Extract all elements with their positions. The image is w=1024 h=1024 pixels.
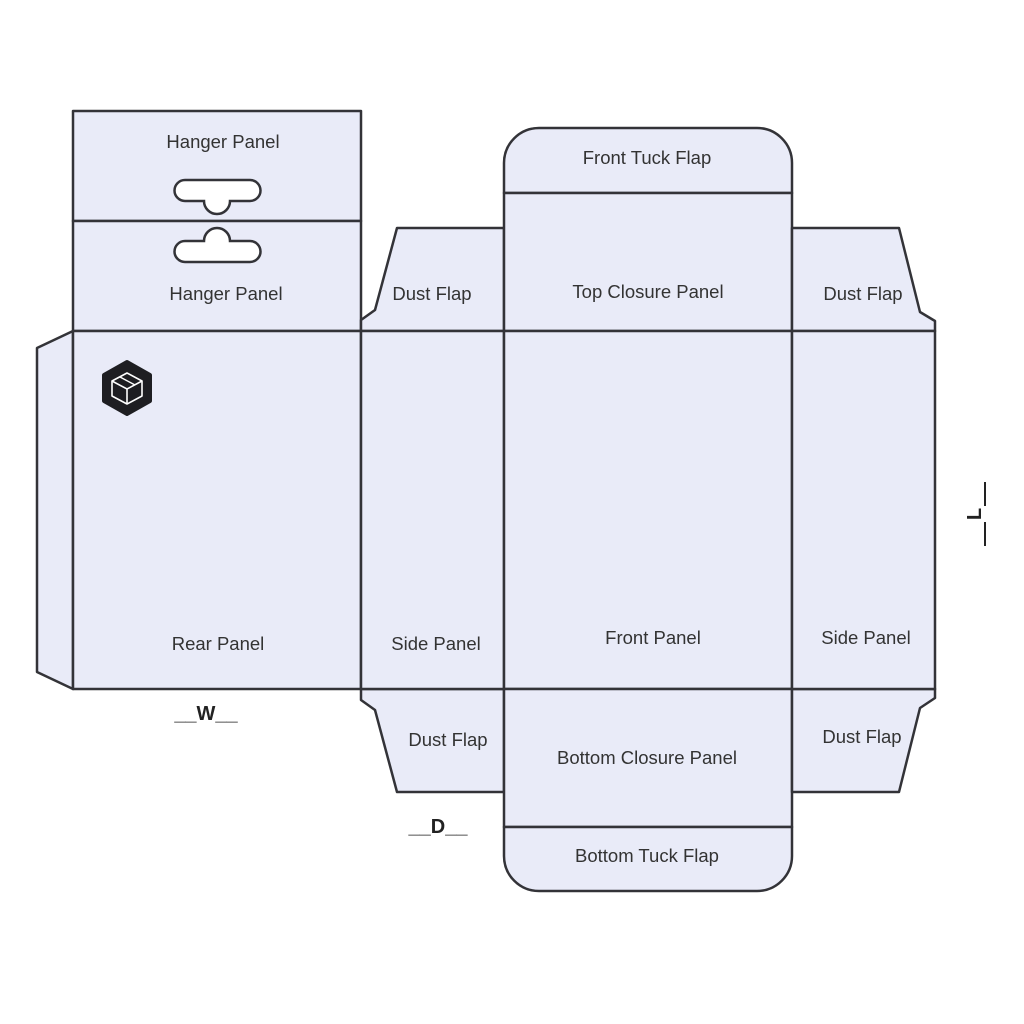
front-tuck-flap-label: Front Tuck Flap [583,147,712,168]
side-panel-left [359,329,506,691]
dust-flap-bottom-right-label: Dust Flap [822,726,901,747]
dust-flap-top-right-label: Dust Flap [823,283,902,304]
top-closure-panel-label: Top Closure Panel [572,281,723,302]
front-panel [502,329,794,691]
dust-flap-top-left [359,226,506,333]
bottom-closure-panel [502,687,794,829]
hanger-hole-bottom [173,226,262,264]
top-closure-panel [502,191,794,333]
front-panel-label: Front Panel [605,627,701,648]
depth-dimension-label: __D__ [408,816,469,838]
side-panel-left-label: Side Panel [391,633,480,654]
bottom-closure-panel-label: Bottom Closure Panel [557,747,737,768]
side-panel-right-label: Side Panel [821,627,910,648]
hanger-panel-bottom-label: Hanger Panel [169,283,282,304]
dust-flap-top-right [790,226,937,333]
length-dimension-label: L [964,508,986,520]
bottom-tuck-flap-label: Bottom Tuck Flap [575,845,719,866]
length-dimension-marker: L [964,482,986,546]
width-dimension-label: __W__ [173,703,238,725]
box-hexagon-icon [102,360,152,416]
bottom-tuck-flap [502,825,794,893]
hanger-hole-top [173,178,262,216]
dust-flap-top-left-label: Dust Flap [392,283,471,304]
dust-flap-bottom-left-label: Dust Flap [408,729,487,750]
glue-flap [35,329,75,691]
front-tuck-flap [502,126,794,195]
hanger-panel-top-label: Hanger Panel [166,131,279,152]
rear-panel-label: Rear Panel [172,633,265,654]
side-panel-right [790,329,937,691]
